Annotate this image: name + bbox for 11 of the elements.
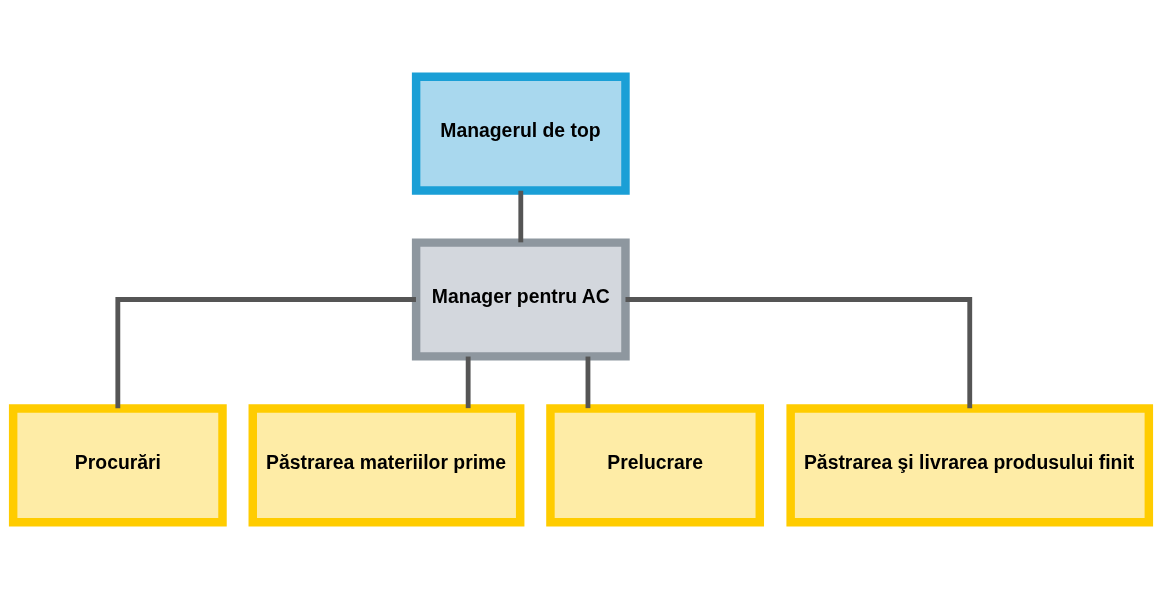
connector [625, 297, 973, 409]
connector [465, 356, 471, 409]
connector [585, 356, 591, 409]
node-box: Managerul de top [411, 72, 630, 195]
node-box: Păstrarea materiilor prime [248, 404, 525, 527]
node-box: Procurări [8, 404, 227, 527]
node-box: Prelucrare [546, 404, 765, 527]
connector [115, 297, 416, 409]
node-box: Păstrarea şi livrarea produsului finit [786, 404, 1154, 527]
connector [518, 190, 524, 243]
node-box: Manager pentru AC [411, 238, 630, 361]
